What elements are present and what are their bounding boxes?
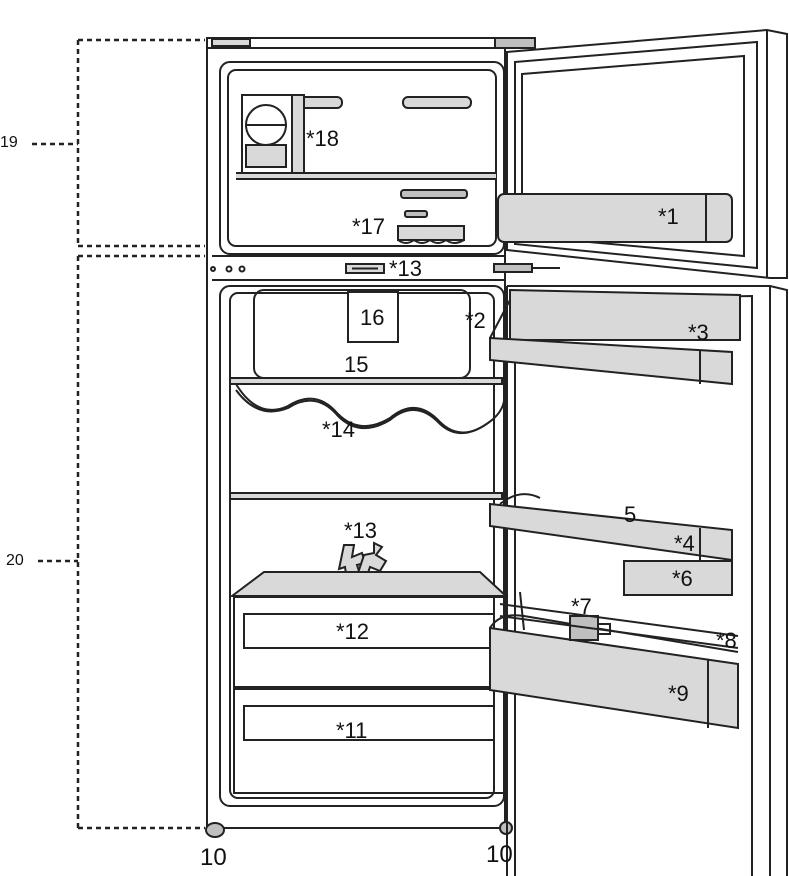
label-13-top: *13	[389, 256, 423, 281]
freezer-compartment	[219, 61, 505, 255]
glass-shelf	[229, 492, 503, 500]
label-10-left: 10	[200, 844, 227, 871]
label-4: *4	[674, 531, 695, 556]
label-16: 16	[360, 305, 385, 330]
label-2: *2	[465, 308, 486, 333]
label-7: *7	[571, 594, 592, 619]
fridge-door	[489, 285, 788, 876]
control-panel	[210, 255, 505, 281]
fridge-compartment	[219, 285, 505, 807]
label-5: 5	[624, 502, 637, 527]
label-8: *8	[716, 628, 737, 653]
label-1: *1	[658, 204, 679, 229]
range-brackets	[32, 38, 205, 830]
freezer-door	[497, 28, 788, 279]
ice-maker	[241, 94, 305, 176]
label-18: *18	[306, 126, 340, 151]
wine-rack	[229, 377, 506, 434]
label-19: 19	[0, 134, 18, 151]
crisper-drawer-lower	[233, 688, 505, 794]
label-9: *9	[668, 681, 689, 706]
label-14: *14	[322, 417, 356, 442]
label-13-mid: *13	[344, 518, 378, 543]
crisper-cover	[229, 571, 509, 597]
label-3: *3	[688, 320, 709, 345]
front-feet	[205, 821, 513, 838]
label-12: *12	[336, 619, 370, 644]
label-20: 20	[6, 552, 24, 569]
label-6: *6	[672, 566, 693, 591]
ice-tray	[397, 225, 465, 244]
label-11: *11	[336, 718, 368, 743]
label-17: *17	[352, 214, 386, 239]
label-15: 15	[344, 352, 369, 377]
label-10-right: 10	[486, 841, 513, 868]
